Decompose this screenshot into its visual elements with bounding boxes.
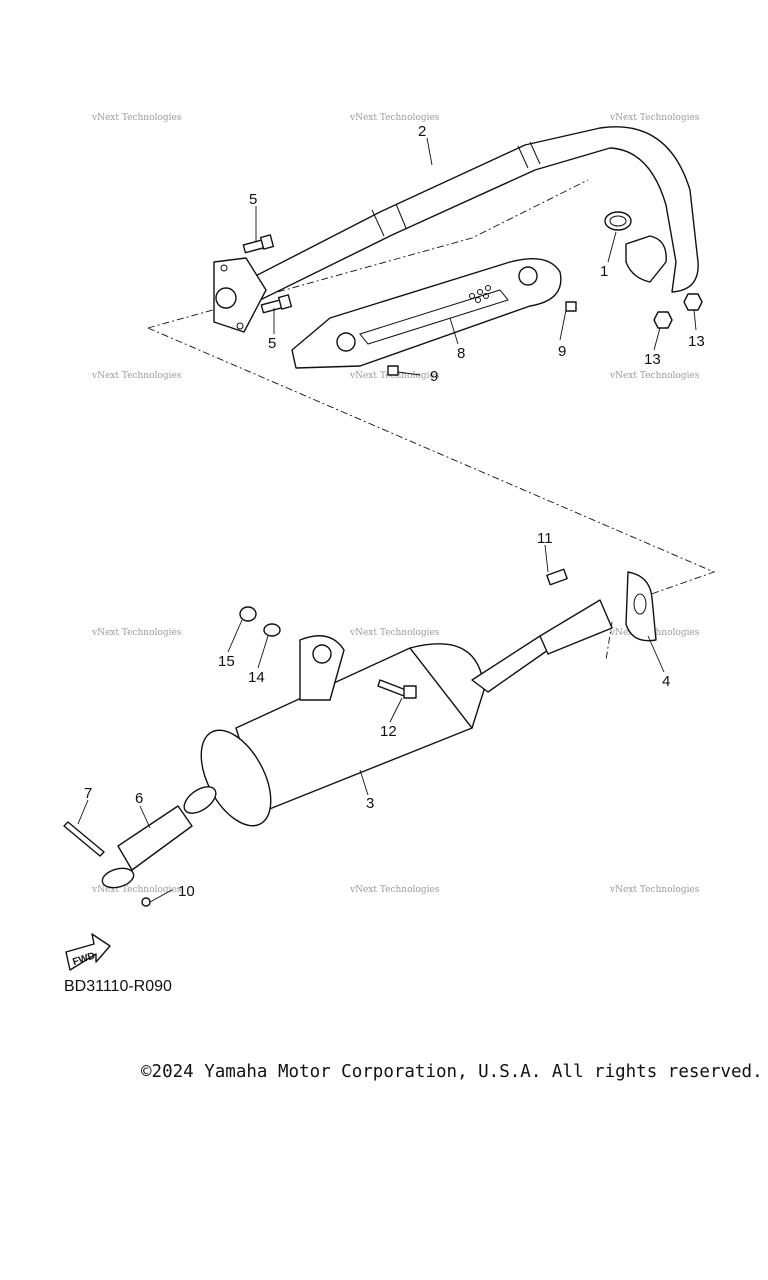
screw xyxy=(387,365,399,376)
nut xyxy=(653,311,673,329)
callout-12: 12 xyxy=(380,723,397,740)
watermark: vNext Technologies xyxy=(609,113,700,123)
callout-1: 1 xyxy=(600,263,608,280)
gasket xyxy=(604,211,632,231)
watermark: vNext Technologies xyxy=(609,371,700,381)
watermarks: vNext Technologies vNext Technologies vN… xyxy=(91,113,700,895)
nut xyxy=(239,606,257,622)
callout-7: 7 xyxy=(84,785,92,802)
leader-lines xyxy=(77,137,697,903)
exhaust-pipe xyxy=(213,126,699,333)
watermark: vNext Technologies xyxy=(91,113,182,123)
callout-5: 5 xyxy=(249,191,257,208)
muffler xyxy=(183,635,549,827)
screw xyxy=(565,301,577,312)
watermark: vNext Technologies xyxy=(349,371,440,381)
callout-6: 6 xyxy=(135,790,143,807)
washer xyxy=(263,623,281,637)
muffler-inlet-pipe xyxy=(539,599,613,655)
callout-14: 14 xyxy=(248,669,265,686)
watermark: vNext Technologies xyxy=(91,885,182,895)
nut xyxy=(141,897,151,907)
tail-pipe xyxy=(117,805,193,871)
watermark: vNext Technologies xyxy=(91,371,182,381)
callout-9: 9 xyxy=(558,343,566,360)
bolt xyxy=(242,234,275,254)
watermark: vNext Technologies xyxy=(349,113,440,123)
callout-10: 10 xyxy=(178,883,195,900)
bolt xyxy=(63,821,105,857)
callout-9: 9 xyxy=(430,368,438,385)
watermark: vNext Technologies xyxy=(349,885,440,895)
figure-code: BD31110-R090 xyxy=(64,978,172,995)
heat-protector xyxy=(291,258,562,369)
fwd-arrow-icon: FWD xyxy=(65,933,111,971)
callout-2: 2 xyxy=(418,123,426,140)
callout-13: 13 xyxy=(688,333,705,350)
watermark: vNext Technologies xyxy=(349,628,440,638)
callout-15: 15 xyxy=(218,653,235,670)
callout-labels: 1 2 3 4 5 5 6 7 8 9 9 10 11 12 13 13 14 … xyxy=(84,123,705,900)
watermark: vNext Technologies xyxy=(609,885,700,895)
callout-11: 11 xyxy=(537,530,553,547)
callout-8: 8 xyxy=(457,345,465,362)
watermark: vNext Technologies xyxy=(91,628,182,638)
callout-3: 3 xyxy=(366,795,374,812)
bolt xyxy=(546,568,568,586)
bolt xyxy=(377,679,417,699)
copyright-notice: ©2024 Yamaha Motor Corporation, U.S.A. A… xyxy=(141,1062,763,1082)
exhaust-parts-diagram: vNext Technologies vNext Technologies vN… xyxy=(63,113,716,971)
nut xyxy=(683,293,703,311)
callout-4: 4 xyxy=(662,673,670,690)
callout-13: 13 xyxy=(644,351,661,368)
callout-5: 5 xyxy=(268,335,276,352)
flange-gasket xyxy=(625,571,657,642)
